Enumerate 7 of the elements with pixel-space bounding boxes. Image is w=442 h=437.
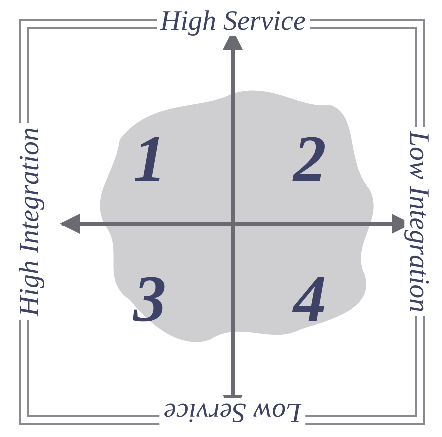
axis-label: Low Service: [160, 398, 306, 426]
quadrant-number: 1: [134, 127, 166, 193]
axis-label: High Integration: [16, 124, 44, 320]
quadrant-number: 3: [134, 267, 166, 333]
quadrant-number: 4: [294, 267, 326, 333]
axis-label: High Service: [156, 8, 310, 36]
quadrant-number: 2: [294, 127, 326, 193]
